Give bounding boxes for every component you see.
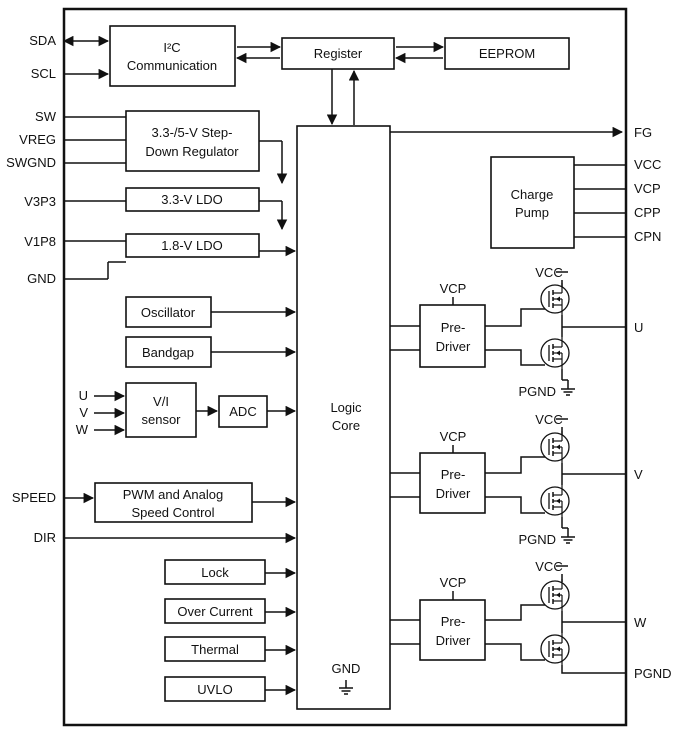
phase-w-low-side-mosfet-icon	[540, 632, 570, 666]
pin-fg: FG	[634, 125, 652, 140]
uvlo-block	[164, 676, 266, 702]
phase-v-gate-high	[485, 456, 545, 474]
logic-core-block	[296, 125, 391, 710]
phase-u-gate-high	[485, 308, 545, 327]
eeprom-label: EEPROM	[479, 46, 535, 61]
ldo-3v3-label: 3.3-V LDO	[161, 192, 222, 207]
phase-v-predriver-line1: Pre-	[441, 467, 466, 482]
ldo-3v3-block	[125, 187, 260, 212]
step-down-label-line1: 3.3-/5-V Step-	[152, 125, 233, 140]
charge-pump-block	[490, 156, 575, 249]
pin-cpn: CPN	[634, 229, 661, 244]
logic-core-label-line1: Logic	[330, 400, 362, 415]
over-current-block	[164, 598, 266, 624]
phase-v-driver: VCP Pre- Driver VCC PGND	[390, 412, 626, 547]
phase-w-predriver-line2: Driver	[436, 633, 471, 648]
register-label: Register	[314, 46, 363, 61]
pin-swgnd: SWGND	[6, 155, 56, 170]
phase-v-vcc-label: VCC	[535, 412, 562, 427]
phase-v-gate-low	[485, 496, 545, 514]
pin-sw: SW	[35, 109, 57, 124]
bandgap-label: Bandgap	[142, 345, 194, 360]
package-outline	[62, 7, 628, 727]
pin-vcp: VCP	[634, 181, 661, 196]
phase-w-pgnd-wire	[561, 665, 626, 674]
phase-w-vcc-label: VCC	[535, 559, 562, 574]
phase-u-predriver-block	[419, 304, 486, 368]
pwm-speed-control-block	[94, 482, 253, 523]
phase-u-gate-low	[485, 349, 545, 366]
ldo-1v8-block	[125, 233, 260, 258]
pin-scl: SCL	[31, 66, 56, 81]
phase-u-driver: VCP Pre- Driver VCC PGND	[390, 265, 626, 399]
phase-w-driver: VCP Pre- Driver VCC	[390, 559, 626, 674]
pin-speed: SPEED	[12, 490, 56, 505]
pin-out-v: V	[634, 467, 643, 482]
pin-gnd: GND	[27, 271, 56, 286]
phase-u-vcc-label: VCC	[535, 265, 562, 280]
phase-u-ground-icon	[560, 388, 576, 396]
phase-v-high-side-mosfet-icon	[540, 430, 570, 464]
phase-w-gate-low	[485, 643, 545, 661]
i2c-label-line2: Communication	[127, 58, 217, 73]
pin-v3p3: V3P3	[24, 194, 56, 209]
pin-out-u: U	[634, 320, 643, 335]
oscillator-label: Oscillator	[141, 305, 196, 320]
phase-u-low-side-mosfet-icon	[540, 336, 570, 370]
pin-sense-w: W	[76, 422, 89, 437]
pin-sense-v: V	[79, 405, 88, 420]
thermal-label: Thermal	[191, 642, 239, 657]
phase-u-predriver-line2: Driver	[436, 339, 471, 354]
phase-v-predriver-line2: Driver	[436, 486, 471, 501]
step-down-label-line2: Down Regulator	[145, 144, 239, 159]
logic-core-label-line2: Core	[332, 418, 360, 433]
pin-vreg: VREG	[19, 132, 56, 147]
pin-out-w: W	[634, 615, 647, 630]
lock-block	[164, 559, 266, 585]
phase-w-gate-high	[485, 604, 545, 621]
phase-w-predriver-block	[419, 599, 486, 661]
charge-pump-label-line2: Pump	[515, 205, 549, 220]
pin-v1p8: V1P8	[24, 234, 56, 249]
phase-v-pgnd-label: PGND	[518, 532, 556, 547]
adc-block	[218, 395, 268, 428]
pwm-label-line1: PWM and Analog	[123, 487, 223, 502]
pwm-label-line2: Speed Control	[131, 505, 214, 520]
eeprom-block	[444, 37, 570, 70]
i2c-label-line1: I²C	[163, 40, 180, 55]
register-block	[281, 37, 395, 70]
uvlo-label: UVLO	[197, 682, 232, 697]
over-current-label: Over Current	[177, 604, 253, 619]
pin-sense-u: U	[79, 388, 88, 403]
phase-u-pgnd-label: PGND	[518, 384, 556, 399]
pin-cpp: CPP	[634, 205, 661, 220]
phase-u-predriver-line1: Pre-	[441, 320, 466, 335]
step-down-regulator-block	[125, 110, 260, 172]
phase-v-predriver-block	[419, 452, 486, 514]
lock-label: Lock	[201, 565, 229, 580]
vi-sensor-block	[125, 382, 197, 438]
phase-w-predriver-line1: Pre-	[441, 614, 466, 629]
phase-v-vcp-label: VCP	[440, 429, 467, 444]
logic-core-gnd-label: GND	[332, 661, 361, 676]
thermal-block	[164, 636, 266, 662]
charge-pump-label-line1: Charge	[511, 187, 554, 202]
phase-w-high-side-mosfet-icon	[540, 578, 570, 612]
vi-sensor-label-line1: V/I	[153, 394, 169, 409]
pin-vcc: VCC	[634, 157, 661, 172]
phase-u-high-side-mosfet-icon	[540, 282, 570, 316]
pin-pgnd: PGND	[634, 666, 672, 681]
adc-label: ADC	[229, 404, 256, 419]
phase-v-ground-icon	[560, 536, 576, 544]
phase-w-vcp-label: VCP	[440, 575, 467, 590]
pin-dir: DIR	[34, 530, 56, 545]
i2c-block	[109, 25, 236, 87]
pin-sda: SDA	[29, 33, 56, 48]
phase-v-low-side-mosfet-icon	[540, 484, 570, 518]
vi-sensor-label-line2: sensor	[141, 412, 181, 427]
ldo-1v8-label: 1.8-V LDO	[161, 238, 222, 253]
phase-u-vcp-label: VCP	[440, 281, 467, 296]
